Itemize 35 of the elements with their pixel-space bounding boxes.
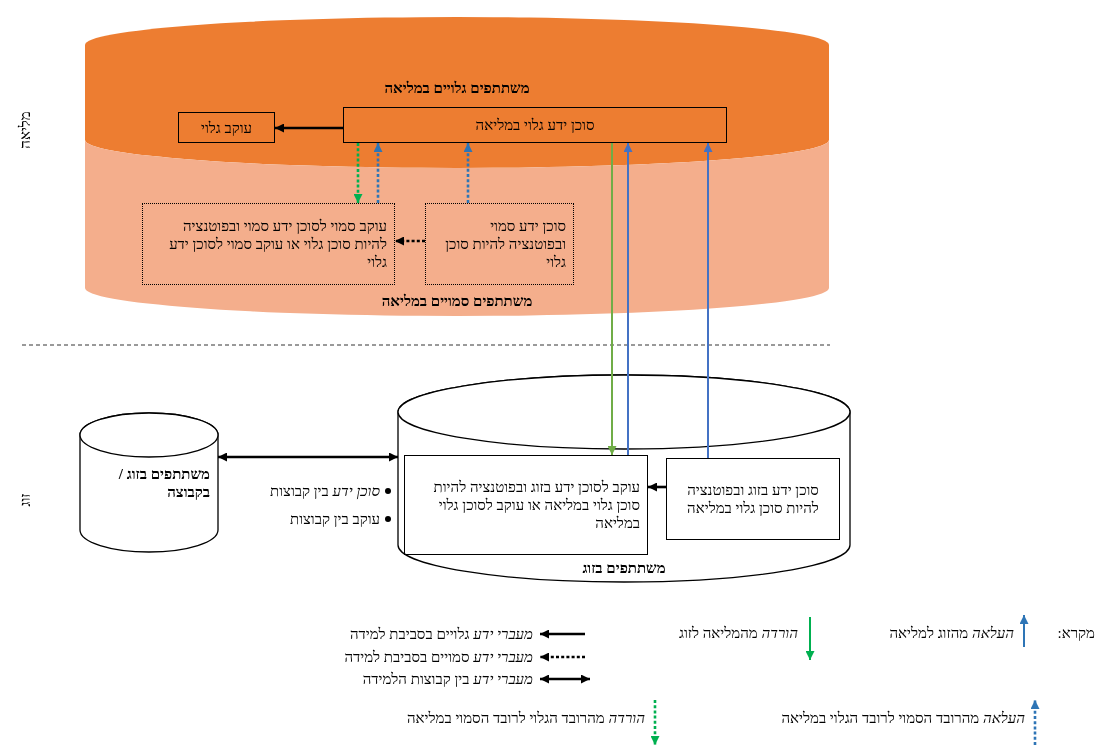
bullet-item: עוקב בין קבוצות: [290, 510, 380, 528]
cylinder-band: [85, 140, 829, 316]
cylinder: [398, 375, 850, 582]
legend-text: מעברי ידע סמויים בסביבת למידה: [344, 648, 533, 666]
text-box: עוקב לסוכן ידע בזוג ובפוטנציה להיות סוכן גלוי במליאה או עוקב לסוכן גלוי במליאה: [404, 455, 648, 555]
dotted-box: עוקב סמוי לסוכן ידע סמוי ובפוטנציה להיות סוכן גלוי או עוקב סמוי לסוכן ידע גלוי: [142, 203, 395, 285]
legend-text: העלאה מהזוג למליאה: [889, 624, 1014, 642]
side-label: מליאה: [16, 111, 34, 149]
dotted-box: סוכן ידע סמוי ובפוטנציה להיות סוכן גלוי: [425, 203, 574, 285]
band-heading: משתתפים סמויים במליאה: [380, 292, 534, 310]
legend-text: מעברי ידע בין קבוצות הלמידה: [362, 670, 533, 688]
legend-text: מעברי ידע גלויים בסביבת למידה: [349, 625, 533, 643]
cylinder-band: [85, 17, 829, 168]
arrow: [373, 143, 383, 203]
legend-text: הורדה מהמליאה לזוג: [679, 624, 798, 642]
arrow: [463, 143, 473, 203]
legend-text: הורדה מהרובד הגלוי לרובד הסמוי במליאה: [407, 709, 645, 727]
arrow: [218, 452, 398, 462]
legend-title: מקרא:: [1057, 624, 1095, 642]
text-box: עוקב גלוי: [178, 112, 275, 143]
text-box: סוכן ידע בזוג ובפוטנציה להיות סוכן גלוי במליאה: [666, 458, 840, 540]
cylinder: משתתפים בזוג / בקבוצה: [80, 413, 218, 552]
arrow: [623, 142, 633, 456]
arrow: [703, 142, 713, 459]
arrow: [607, 142, 617, 456]
arrow: [353, 143, 363, 203]
arrow: [395, 236, 425, 246]
band-heading: משתתפים גלויים במליאה: [383, 79, 531, 97]
side-label: זוג: [16, 493, 34, 507]
legend-text: העלאה מהרובד הסמוי לרובד הגלוי במליאה: [781, 709, 1025, 727]
arrow: [275, 123, 343, 133]
text-box: סוכן ידע גלוי במליאה: [343, 107, 727, 143]
arrow: [648, 482, 666, 492]
bullet-item: סוכן ידע בין קבוצות: [270, 482, 380, 500]
band-heading: משתתפים בזוג: [581, 559, 667, 577]
